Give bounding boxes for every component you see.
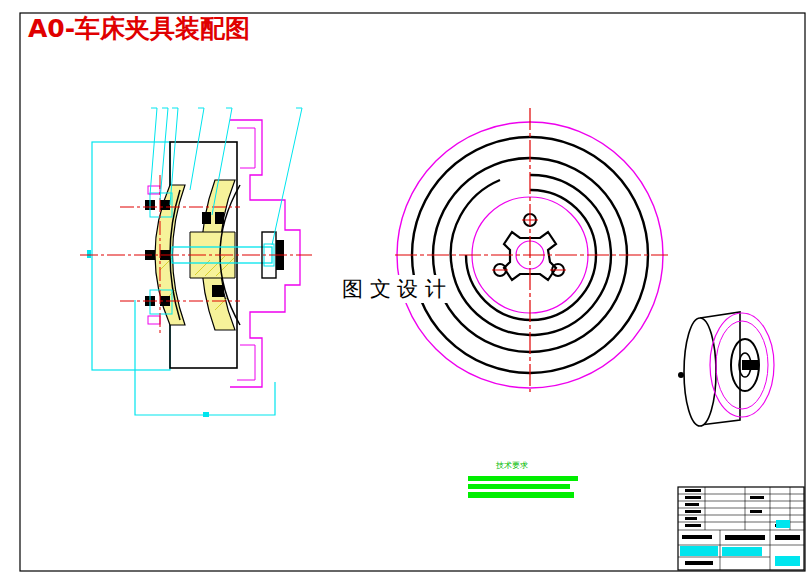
requirements-heading: 技术要求 (494, 461, 530, 470)
front-view (395, 108, 668, 392)
isometric-view (678, 312, 774, 426)
watermark: 图 文 设 计 (336, 275, 452, 303)
section-view (80, 108, 312, 417)
requirement-notes (468, 476, 578, 498)
drawing-frame (20, 13, 805, 571)
drawing-title: A0-车床夹具装配图 (24, 15, 254, 44)
title-block (678, 487, 804, 570)
